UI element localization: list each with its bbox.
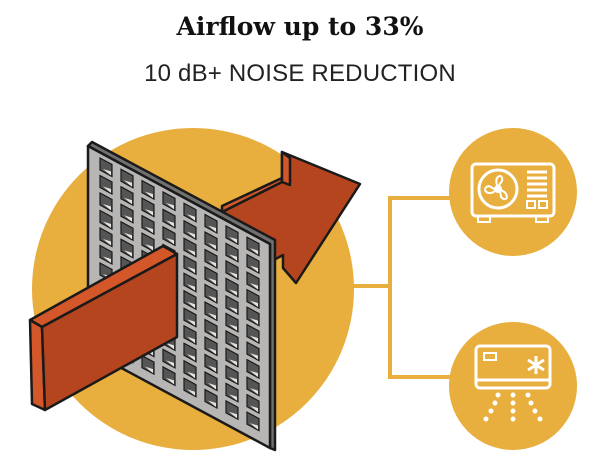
connector-lines [352,196,452,379]
indoor-ac-unit-icon [474,344,552,422]
grille-hole-light [229,236,237,244]
grille-hole-light [124,180,132,187]
grille-hole-light [166,237,174,245]
grille-hole-light [250,248,258,255]
grille-hole-light [187,266,195,274]
grille-hole-light [103,186,111,193]
subheadline: 10 dB+ NOISE REDUCTION [144,60,456,87]
grille-hole-light [208,260,216,267]
outdoor-unit-circle [449,128,577,256]
grille-hole-light [145,191,153,199]
grille-hole-light [145,244,153,251]
grille-hole-light [103,256,111,263]
grille-hole-light [103,239,111,246]
grille-hole-light [208,348,216,355]
grille-hole-light [145,226,153,234]
grille-hole-light [208,225,216,232]
grille-hole-light [229,271,237,279]
grille-hole-light [229,306,237,314]
grille-hole-light [187,231,195,239]
grille-hole-light [229,376,237,384]
grille-hole-light [250,353,258,360]
grille-hole-light [187,249,195,256]
grille-hole-light [250,318,258,325]
grille-hole-light [124,250,132,257]
grille-hole-light [229,359,237,366]
airflow-bar-in [28,244,179,412]
grille-hole-light [187,301,195,309]
grille-hole-light [187,389,195,396]
grille-hole-light [166,360,174,367]
grille-hole-light [166,377,174,385]
grille-hole-light [187,284,195,291]
grille-hole-light [229,254,237,261]
grille-hole-light [208,295,216,302]
grille-hole-light [229,411,237,419]
grille-hole-light [187,336,195,344]
grille-hole-light [103,204,111,211]
grille-hole-light [166,220,174,227]
grille-hole-light [166,342,174,350]
grille-hole-light [124,232,132,240]
grille-hole-light [229,341,237,349]
grille-hole-light [187,214,195,221]
grille-hole-light [208,383,216,390]
grille-hole-light [250,388,258,395]
indoor-unit-circle [449,322,577,450]
grille-hole-light [250,335,258,343]
grille-hole-light [250,300,258,308]
grille-hole-light [124,197,132,205]
grille-hole-light [208,278,216,285]
headline: Airflow up to 33% [176,12,424,41]
grille-hole-light [166,202,174,210]
grille-hole-light [229,324,237,331]
grille-hole-light [250,370,258,378]
grille-hole-light [187,371,195,379]
grille-hole-light [145,366,153,374]
grille-hole-light [208,243,216,250]
grille-hole-light [229,394,237,401]
grille-hole-light [250,423,258,430]
grille-hole-light [187,319,195,326]
outdoor-ac-unit-icon [470,162,556,223]
grille-hole-light [229,289,237,296]
grille-hole-light [208,313,216,320]
grille-hole-light [187,354,195,361]
grille-hole-light [208,400,216,407]
grille-hole-light [208,365,216,372]
grille-hole-light [103,221,111,228]
grille-hole-light [250,283,258,290]
grille-hole-light [208,330,216,337]
grille-hole-light [250,265,258,273]
grille-hole-light [250,405,258,413]
grille-hole-light [103,169,111,176]
grille-hole-light [124,215,132,222]
grille-hole-light [145,209,153,216]
